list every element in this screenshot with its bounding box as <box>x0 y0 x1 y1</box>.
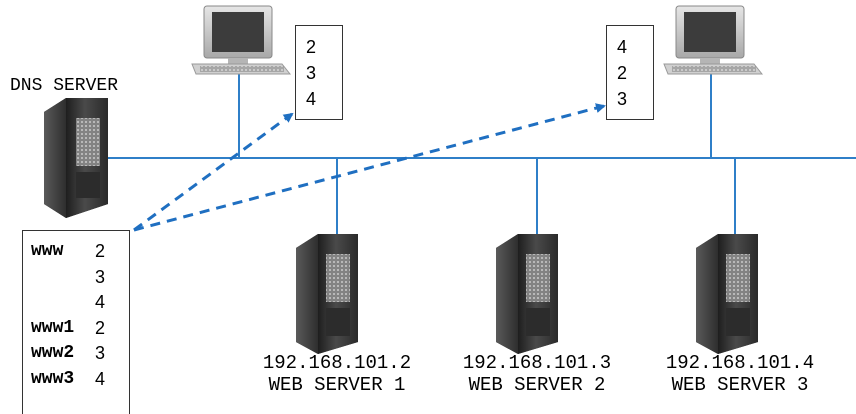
dns-record-name <box>23 290 95 316</box>
dns-record-name <box>23 265 95 291</box>
web-server-name: WEB SERVER 2 <box>468 374 606 396</box>
web-server-ip: 192.168.101.4 <box>665 352 815 374</box>
client-1-list-item: 3 <box>306 63 317 83</box>
client-1-list-item: 4 <box>306 89 317 109</box>
web-server-2-label: 192.168.101.3 WEB SERVER 2 <box>437 352 637 396</box>
dns-record-row: www1 2 <box>23 316 129 342</box>
dns-record-row: www2 3 <box>23 341 129 367</box>
dns-arrow-to-client-2 <box>133 103 606 232</box>
dns-response-arrows <box>133 103 606 232</box>
dns-record-name: www <box>31 241 64 261</box>
dns-record-value: 4 <box>95 292 106 312</box>
web-server-name: WEB SERVER 3 <box>671 374 809 396</box>
dns-record-name: www2 <box>31 343 75 363</box>
dns-record-row: 4 <box>23 290 129 316</box>
client-computer-icon <box>191 5 292 75</box>
client-1-list-item: 2 <box>306 37 317 57</box>
web-server-1-label: 192.168.101.2 WEB SERVER 1 <box>237 352 437 396</box>
web-server-icon <box>296 234 358 354</box>
dns-record-table: www 2 3 4 www1 2 www2 3 www3 4 <box>22 230 130 414</box>
dns-record-name: www1 <box>31 317 75 338</box>
dns-record-value: 4 <box>95 368 106 389</box>
dns-record-value: 3 <box>95 343 106 363</box>
client-2-list-item: 4 <box>617 37 628 57</box>
web-server-ip: 192.168.101.3 <box>462 352 612 374</box>
client-2-address-list: 4 2 3 <box>606 25 654 120</box>
web-server-icon <box>496 234 558 354</box>
client-2-list-item: 2 <box>617 63 628 83</box>
web-server-name: WEB SERVER 1 <box>268 374 406 396</box>
dns-server-label: DNS SERVER <box>10 76 119 96</box>
network-bus <box>108 70 856 240</box>
web-server-3-label: 192.168.101.4 WEB SERVER 3 <box>640 352 840 396</box>
client-1-address-list: 2 3 4 <box>295 25 343 120</box>
dns-record-value: 2 <box>95 317 106 338</box>
dns-record-name: www3 <box>31 368 75 389</box>
web-server-ip: 192.168.101.2 <box>262 352 412 374</box>
client-computer-icon <box>663 5 764 75</box>
dns-arrow-to-client-1 <box>133 112 294 232</box>
dns-record-row: 3 <box>23 265 129 291</box>
dns-record-value: 3 <box>95 266 106 287</box>
dns-record-row: www3 4 <box>23 367 129 393</box>
dns-server-icon <box>44 98 108 218</box>
web-server-icon <box>696 234 758 354</box>
client-2-list-item: 3 <box>617 89 628 109</box>
dns-record-row: www 2 <box>23 239 129 265</box>
dns-record-value: 2 <box>95 241 106 261</box>
